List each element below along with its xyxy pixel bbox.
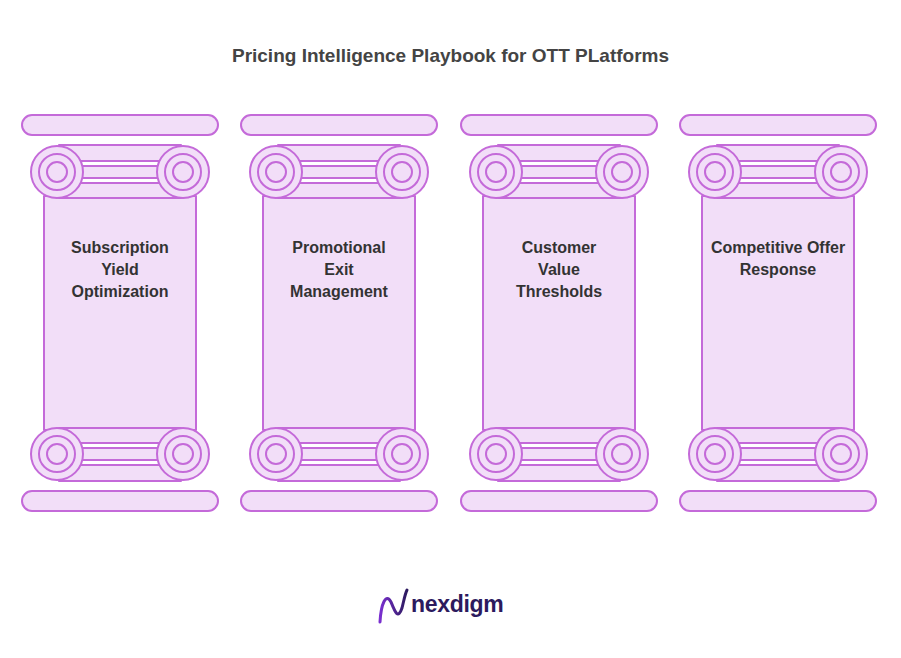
pillar-part	[697, 436, 733, 472]
pillar-node: Subscription Yield Optimization	[21, 112, 219, 514]
pillar-part	[47, 162, 67, 182]
pillar-part	[739, 166, 817, 178]
pillar-part	[680, 491, 876, 511]
pillar-part	[165, 436, 201, 472]
pillar-part	[165, 154, 201, 190]
logo-icon	[376, 586, 412, 628]
pillar-part	[39, 154, 75, 190]
pillar-part	[461, 491, 657, 511]
pillar-node: Competitive Offer Response	[679, 112, 877, 514]
pillar-part	[604, 436, 640, 472]
pillar-part	[486, 162, 506, 182]
pillar-shaft	[44, 196, 196, 430]
pillar-part	[266, 444, 286, 464]
pillar-capital	[461, 115, 657, 198]
pillar-part	[47, 444, 67, 464]
pillar-part	[823, 154, 859, 190]
pillar-part	[461, 115, 657, 135]
pillar-part	[173, 162, 193, 182]
pillar-label: Promotional Exit Management	[283, 237, 395, 303]
pillar-part	[376, 146, 428, 198]
logo-text: nexdigm	[411, 591, 503, 618]
pillar-part	[831, 444, 851, 464]
pillar-part	[815, 428, 867, 480]
pillar-part	[31, 146, 83, 198]
pillar-shaft	[702, 196, 854, 430]
pillar-part	[596, 146, 648, 198]
pillar-part	[376, 428, 428, 480]
pillar-shaft	[263, 196, 415, 430]
pillar-part	[258, 154, 294, 190]
pillar-part	[384, 436, 420, 472]
pillar-part	[739, 448, 817, 460]
pillar-node: Customer Value Thresholds	[460, 112, 658, 514]
pillar-part	[258, 436, 294, 472]
pillar-part	[250, 428, 302, 480]
pillar-part	[596, 428, 648, 480]
pillar-part	[250, 146, 302, 198]
pillar-part	[680, 115, 876, 135]
pillar-part	[823, 436, 859, 472]
pillar-part	[689, 428, 741, 480]
pillar-part	[266, 162, 286, 182]
pillar-part	[384, 154, 420, 190]
pillar-part	[81, 448, 159, 460]
pillar-part	[705, 162, 725, 182]
pillar-part	[612, 444, 632, 464]
pillar-node: Promotional Exit Management	[240, 112, 438, 514]
pillar-outline	[679, 112, 877, 514]
pillar-part	[486, 444, 506, 464]
pillar-label: Competitive Offer Response	[708, 237, 848, 281]
pillar-capital	[22, 115, 218, 198]
pillar-base	[680, 428, 876, 511]
pillar-base	[241, 428, 437, 511]
pillar-part	[478, 154, 514, 190]
pillar-part	[697, 154, 733, 190]
pillar-part	[300, 166, 378, 178]
pillar-label: Customer Value Thresholds	[503, 237, 615, 303]
pillar-part	[520, 166, 598, 178]
pillar-part	[22, 491, 218, 511]
diagram-title: Pricing Intelligence Playbook for OTT PL…	[0, 45, 901, 67]
pillar-part	[520, 448, 598, 460]
pillar-part	[689, 146, 741, 198]
pillar-part	[612, 162, 632, 182]
pillar-part	[478, 436, 514, 472]
pillar-capital	[680, 115, 876, 198]
pillar-part	[157, 146, 209, 198]
pillar-part	[22, 115, 218, 135]
pillar-outline	[21, 112, 219, 514]
pillar-part	[392, 444, 412, 464]
pillar-capital	[241, 115, 437, 198]
pillar-part	[31, 428, 83, 480]
pillar-part	[173, 444, 193, 464]
pillar-part	[392, 162, 412, 182]
pillar-base	[22, 428, 218, 511]
pillar-part	[470, 146, 522, 198]
pillar-label: Subscription Yield Optimization	[64, 237, 176, 303]
pillar-part	[157, 428, 209, 480]
pillar-part	[39, 436, 75, 472]
pillar-part	[831, 162, 851, 182]
pillar-outline	[460, 112, 658, 514]
pillar-base	[461, 428, 657, 511]
pillar-part	[604, 154, 640, 190]
pillar-part	[241, 115, 437, 135]
pillar-outline	[240, 112, 438, 514]
pillar-part	[241, 491, 437, 511]
pillar-part	[470, 428, 522, 480]
pillar-shaft	[483, 196, 635, 430]
pillar-part	[705, 444, 725, 464]
pillar-part	[300, 448, 378, 460]
pillar-part	[815, 146, 867, 198]
pillar-part	[81, 166, 159, 178]
